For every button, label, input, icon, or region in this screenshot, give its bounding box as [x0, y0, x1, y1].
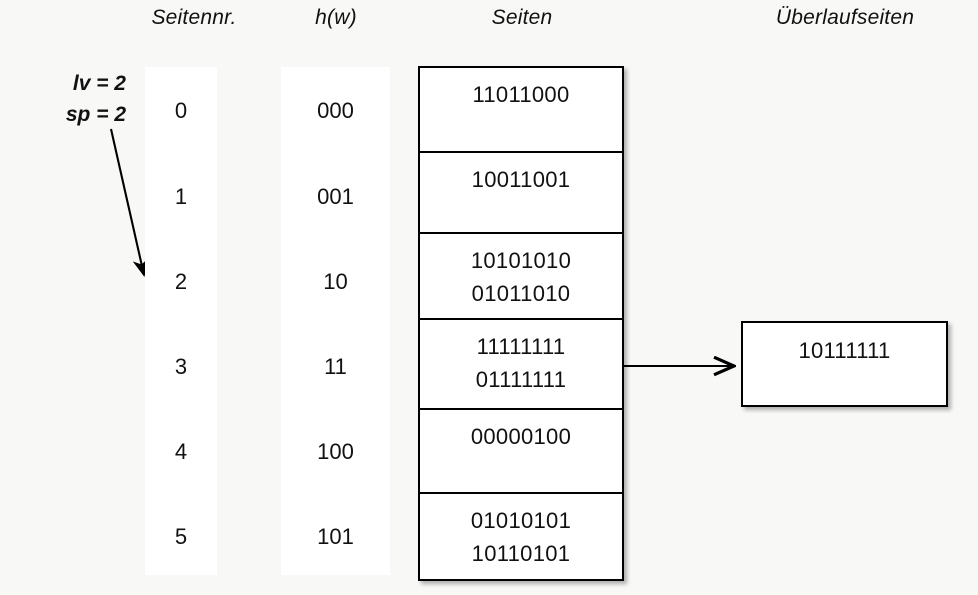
table-row: 10101010 01011010 — [420, 234, 622, 320]
pages-table: 11011000 10011001 10101010 01011010 1111… — [418, 66, 624, 581]
page-entry: 11111111 — [476, 334, 566, 359]
page-entry: 01111111 — [475, 367, 567, 392]
table-row: 11111111 01111111 — [420, 320, 622, 410]
overflow-page-entry: 10111111 — [798, 338, 891, 363]
list-item: 0 — [174, 98, 188, 123]
page-entry: 11011000 — [472, 82, 570, 107]
table-row: 10011001 — [420, 153, 622, 234]
page-entry: 10011001 — [471, 167, 571, 192]
list-item: 1 — [174, 184, 188, 209]
table-row: 00000100 — [420, 410, 622, 494]
page-entry: 10110101 — [471, 541, 571, 566]
list-item: 2 — [174, 269, 188, 294]
parameter-lv: lv = 2 — [72, 72, 126, 95]
list-item: 10 — [323, 269, 348, 294]
page-entry: 00000100 — [470, 424, 572, 449]
page-entry: 01010101 — [470, 508, 572, 533]
seitennr-column-panel — [145, 67, 217, 575]
overflow-page-box: 10111111 — [741, 321, 948, 407]
table-row: 11011000 — [420, 68, 622, 153]
page-entry: 10101010 — [470, 248, 572, 273]
list-item: 000 — [317, 98, 354, 123]
column-header-seiten: Seiten — [491, 6, 553, 29]
table-row: 01010101 10110101 — [420, 494, 622, 579]
parameter-annotation: lv = 2 sp = 2 — [14, 68, 126, 130]
column-header-hw: h(w) — [315, 6, 357, 29]
list-item: 4 — [174, 439, 188, 464]
list-item: 3 — [174, 354, 188, 379]
list-item: 5 — [174, 524, 188, 549]
split-pointer-arrow — [109, 128, 149, 278]
list-item: 101 — [317, 524, 354, 549]
list-item: 100 — [317, 439, 354, 464]
list-item: 001 — [317, 184, 354, 209]
column-header-seitennr: Seitennr. — [151, 6, 237, 29]
list-item: 11 — [324, 354, 347, 379]
hw-column-panel — [281, 67, 390, 575]
column-header-ueberlaufseiten: Überlaufseiten — [775, 6, 915, 29]
overflow-connector-arrow — [624, 352, 746, 380]
parameter-sp: sp = 2 — [65, 103, 126, 126]
page-entry: 01011010 — [471, 281, 571, 306]
